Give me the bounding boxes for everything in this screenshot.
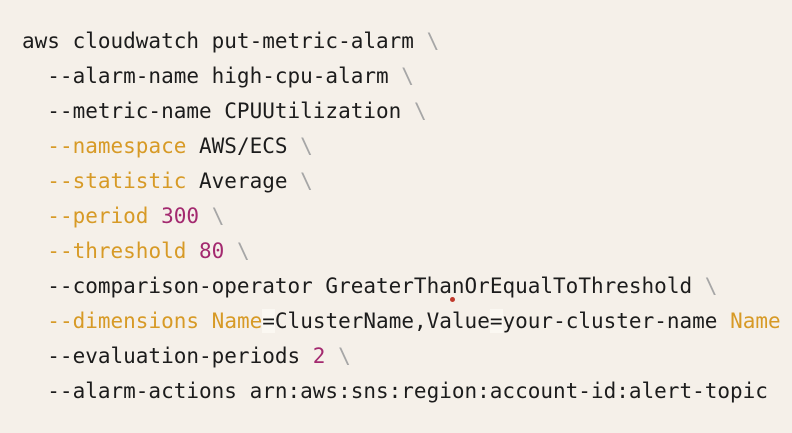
code-token: --dimensions (47, 309, 200, 333)
code-line: --alarm-actions arn:aws:sns:region:accou… (22, 374, 792, 409)
code-token: --namespace (47, 134, 187, 158)
code-token: your-cluster-name (502, 309, 731, 333)
code-line: --threshold 80 \ (22, 234, 792, 269)
code-token (148, 204, 161, 228)
code-token: --threshold (47, 239, 187, 263)
code-line: --namespace AWS/ECS \ (22, 129, 792, 164)
code-token: --alarm-actions arn:aws:sns:region:accou… (22, 379, 768, 403)
code-token: 300 (161, 204, 200, 228)
code-token (22, 169, 47, 193)
code-token: Name (730, 309, 781, 333)
code-line: --period 300 \ (22, 199, 792, 234)
line-continuation-backslash: \ (413, 99, 427, 123)
spellcheck-dot-icon (449, 297, 455, 302)
code-line: aws cloudwatch put-metric-alarm \ (22, 24, 792, 59)
code-token: Name (211, 309, 263, 333)
code-token: AWS/ECS (186, 134, 301, 158)
code-token (199, 204, 212, 228)
code-token (22, 239, 47, 263)
code-token: = (262, 309, 275, 333)
code-token (186, 239, 199, 263)
code-token (199, 309, 212, 333)
code-token (22, 204, 47, 228)
code-token: --statistic (47, 169, 187, 193)
code-line: --evaluation-periods 2 \ (22, 339, 792, 374)
code-line: --dimensions Name=ClusterName,Value=your… (22, 304, 792, 339)
code-line: --metric-name CPUUtilization \ (22, 94, 792, 129)
line-continuation-backslash: \ (704, 274, 718, 298)
line-continuation-backslash: \ (426, 29, 440, 53)
code-token: --evaluation-periods (22, 344, 313, 368)
code-token: = (489, 309, 503, 333)
code-line: --statistic Average \ (22, 164, 792, 199)
code-token: OrEqualToThreshold (464, 274, 705, 298)
code-token: --metric-name CPUUtilization (22, 99, 414, 123)
line-continuation-backslash: \ (236, 239, 250, 263)
code-token: --period (47, 204, 149, 228)
line-continuation-backslash: \ (300, 134, 313, 158)
code-token: ClusterName,Value (274, 309, 490, 333)
code-token: aws cloudwatch put-metric-alarm (22, 29, 427, 53)
code-token: --alarm-name high-cpu-alarm (22, 64, 402, 88)
code-token: 2 (312, 344, 326, 368)
code-token (325, 344, 338, 368)
code-token (22, 134, 47, 158)
code-token: 80 (199, 239, 225, 263)
code-line: --alarm-name high-cpu-alarm \ (22, 59, 792, 94)
code-token: --comparison-operator GreaterTh (22, 274, 440, 298)
cli-command: aws cloudwatch put-metric-alarm \ --alar… (22, 24, 792, 409)
line-continuation-backslash: \ (401, 64, 414, 88)
code-token (22, 309, 47, 333)
code-token (224, 239, 237, 263)
code-token: Average (186, 169, 301, 193)
line-continuation-backslash: \ (338, 344, 351, 368)
line-continuation-backslash: \ (211, 204, 225, 228)
line-continuation-backslash: \ (300, 169, 313, 193)
code-token: an (439, 269, 465, 304)
